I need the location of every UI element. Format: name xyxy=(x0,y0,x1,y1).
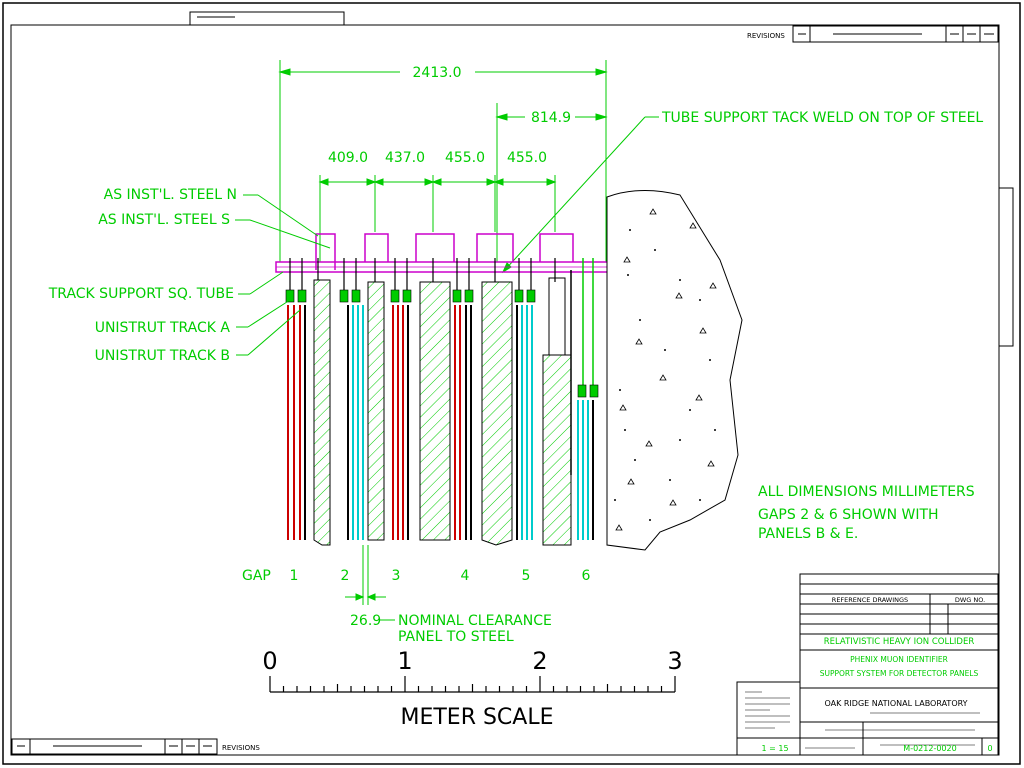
clearance-label-line2: PANEL TO STEEL xyxy=(398,629,514,645)
steel-outlines xyxy=(315,233,574,270)
title-block xyxy=(736,573,999,756)
unistrut-b-label: UNISTRUT TRACK B xyxy=(95,348,230,364)
detector-panels xyxy=(313,277,572,546)
gap-number-5: 5 xyxy=(522,568,531,584)
scale-tick-3: 3 xyxy=(667,647,682,675)
gap-prefix: GAP xyxy=(242,568,271,584)
tack-weld-label: TUBE SUPPORT TACK WELD ON TOP OF STEEL xyxy=(661,110,983,126)
gap-number-3: 3 xyxy=(392,568,401,584)
track-support-label: TRACK SUPPORT SQ. TUBE xyxy=(48,286,234,302)
clearance-dimension xyxy=(345,545,395,621)
reference-drawings-label: REFERENCE DRAWINGS xyxy=(832,596,908,604)
project-name: RELATIVISTIC HEAVY ION COLLIDER xyxy=(824,637,975,647)
gap-number-1: 1 xyxy=(290,568,299,584)
gap-number-6: 6 xyxy=(582,568,591,584)
laboratory-name: OAK RIDGE NATIONAL LABORATORY xyxy=(824,699,967,708)
tack-weld-leader xyxy=(501,116,659,274)
scale-ratio: 1 = 15 xyxy=(761,744,788,753)
note-line-3: PANELS B & E. xyxy=(758,526,858,542)
unistrut-a-label: UNISTRUT TRACK A xyxy=(95,320,231,336)
drawing-number: M-0212-0020 xyxy=(903,744,956,753)
revisions-label-bottom: REVISIONS xyxy=(222,744,260,752)
steel-s-label: AS INST'L. STEEL S xyxy=(98,212,230,228)
dimension-spacing xyxy=(318,175,557,262)
unistrut-hangers xyxy=(289,258,556,290)
concrete-wall xyxy=(606,189,743,551)
scale-tick-0: 0 xyxy=(262,647,277,675)
revisions-label-top: REVISIONS xyxy=(747,32,785,40)
gap-number-2: 2 xyxy=(341,568,350,584)
steel-n-label: AS INST'L. STEEL N xyxy=(104,187,237,203)
revision-number: 0 xyxy=(987,744,992,753)
track-support-tube xyxy=(275,261,609,273)
left-leaders xyxy=(235,194,331,356)
spacing-value-2: 437.0 xyxy=(385,150,425,166)
spacing-value-3: 455.0 xyxy=(445,150,485,166)
scale-tick-2: 2 xyxy=(532,647,547,675)
spacing-value-1: 409.0 xyxy=(328,150,368,166)
note-line-2: GAPS 2 & 6 SHOWN WITH xyxy=(758,507,939,523)
tube-lines xyxy=(287,258,594,540)
drawing-title-line2: SUPPORT SYSTEM FOR DETECTOR PANELS xyxy=(820,669,979,678)
meter-scale-title: METER SCALE xyxy=(400,705,553,730)
spacing-value-4: 455.0 xyxy=(507,150,547,166)
scale-tick-1: 1 xyxy=(397,647,412,675)
dimension-overall xyxy=(278,60,608,262)
drawing-title-line1: PHENIX MUON IDENTIFIER xyxy=(850,655,948,664)
clearance-value: 26.9 xyxy=(350,613,381,629)
dimension-overall-value: 2413.0 xyxy=(413,65,462,81)
clearance-label-line1: NOMINAL CLEARANCE xyxy=(398,613,552,629)
revisions-strip-top xyxy=(792,25,999,43)
dwg-no-label: DWG NO. xyxy=(955,596,985,604)
dimension-right-value: 814.9 xyxy=(531,110,571,126)
note-line-1: ALL DIMENSIONS MILLIMETERS xyxy=(758,484,975,500)
revisions-strip-bottom xyxy=(11,738,218,755)
meter-scale xyxy=(269,676,676,693)
gap-number-4: 4 xyxy=(461,568,470,584)
